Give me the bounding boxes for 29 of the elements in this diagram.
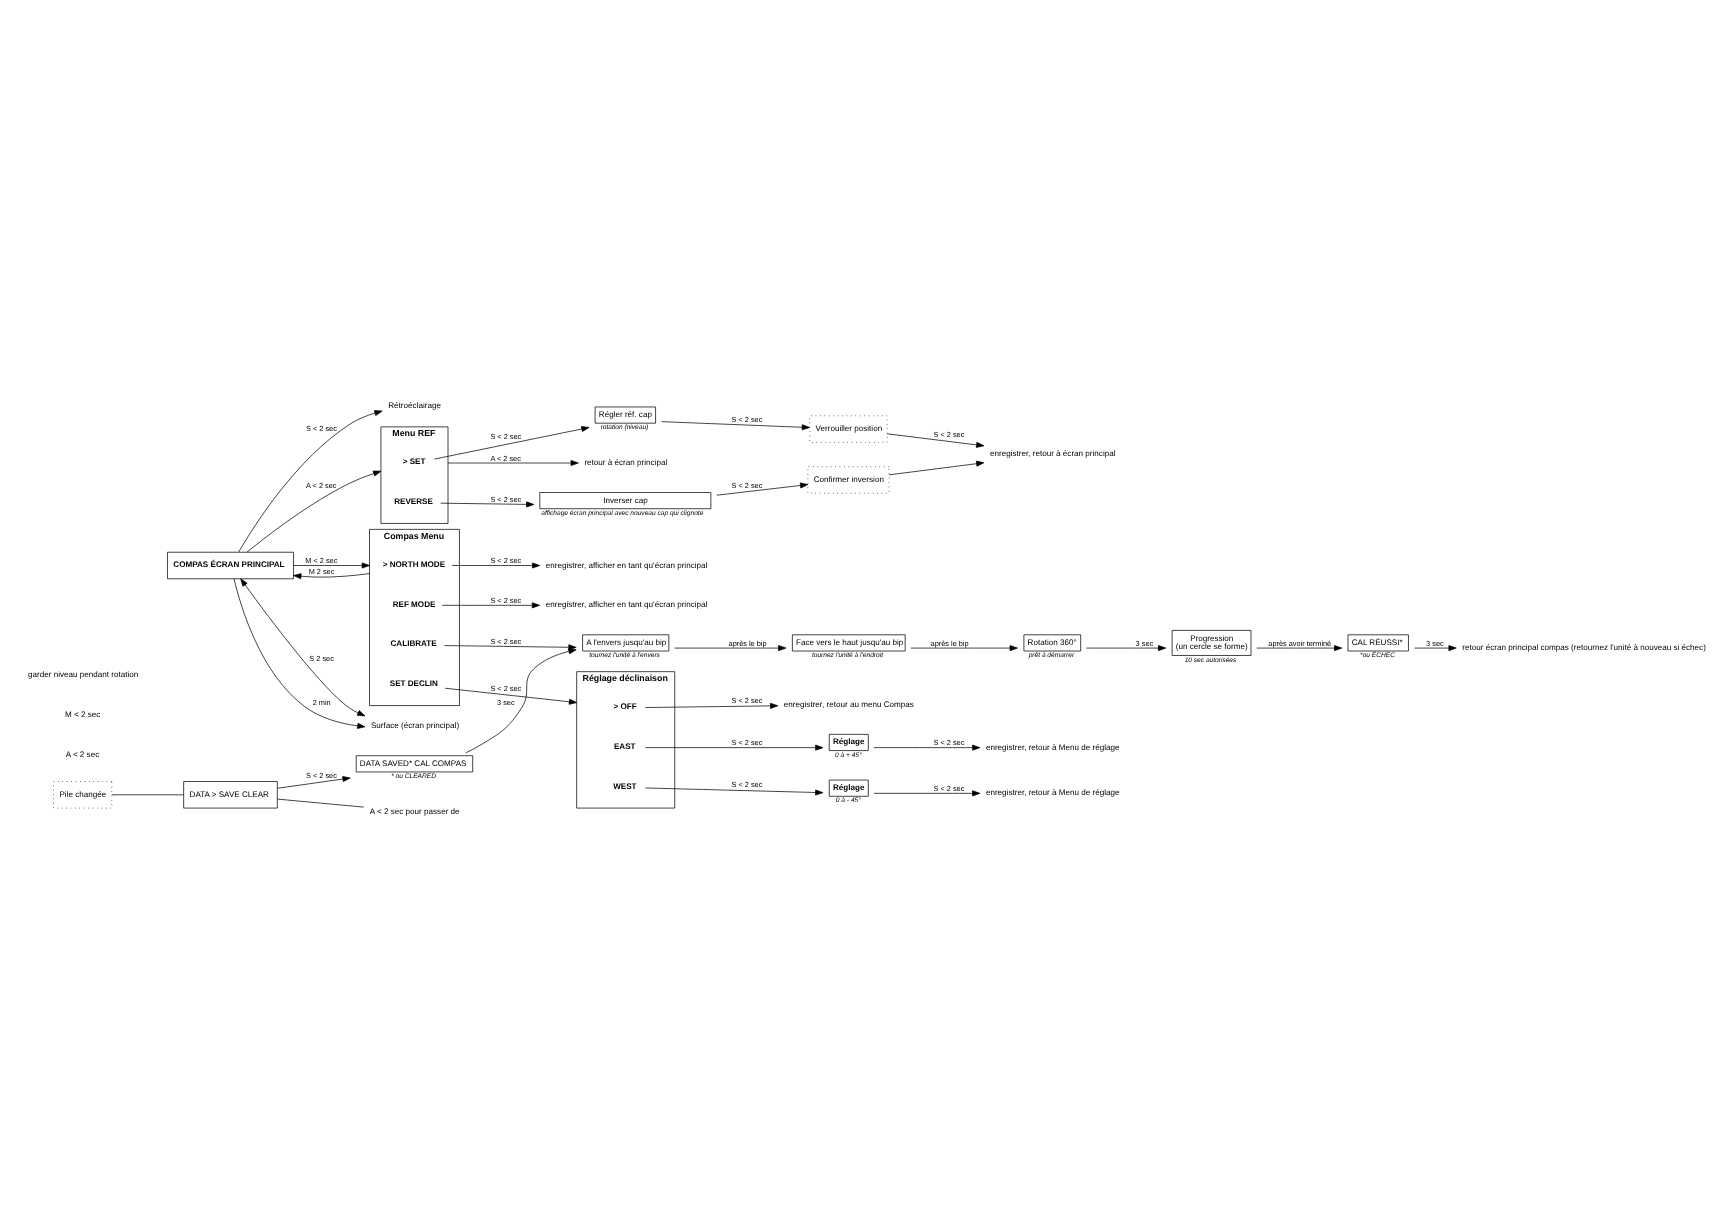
- arrow: [441, 602, 540, 609]
- arrow: [451, 562, 541, 569]
- arrow: [645, 702, 779, 709]
- arrow: [246, 470, 382, 553]
- arrow: [873, 790, 981, 797]
- arrow: [238, 410, 383, 553]
- arrow: [645, 744, 824, 751]
- arrow: [888, 460, 985, 476]
- arrow: [277, 776, 351, 789]
- connector: [277, 798, 364, 808]
- arrow: [674, 645, 787, 652]
- arrow: [293, 573, 370, 580]
- arrow: [447, 460, 579, 466]
- arrow: [434, 426, 590, 460]
- arrow: [465, 648, 577, 754]
- arrow: [886, 433, 985, 448]
- arrow: [873, 744, 981, 751]
- arrow: [1256, 645, 1343, 652]
- arrow: [645, 787, 824, 796]
- arrow: [1414, 645, 1457, 652]
- arrow: [444, 644, 577, 651]
- arrow: [716, 482, 809, 496]
- arrow: [440, 501, 535, 508]
- arrow: [661, 421, 810, 431]
- arrow: [910, 645, 1018, 652]
- arrow: [444, 687, 578, 705]
- connector: [111, 794, 184, 796]
- arrow: [1085, 645, 1167, 652]
- arrow: [293, 562, 370, 569]
